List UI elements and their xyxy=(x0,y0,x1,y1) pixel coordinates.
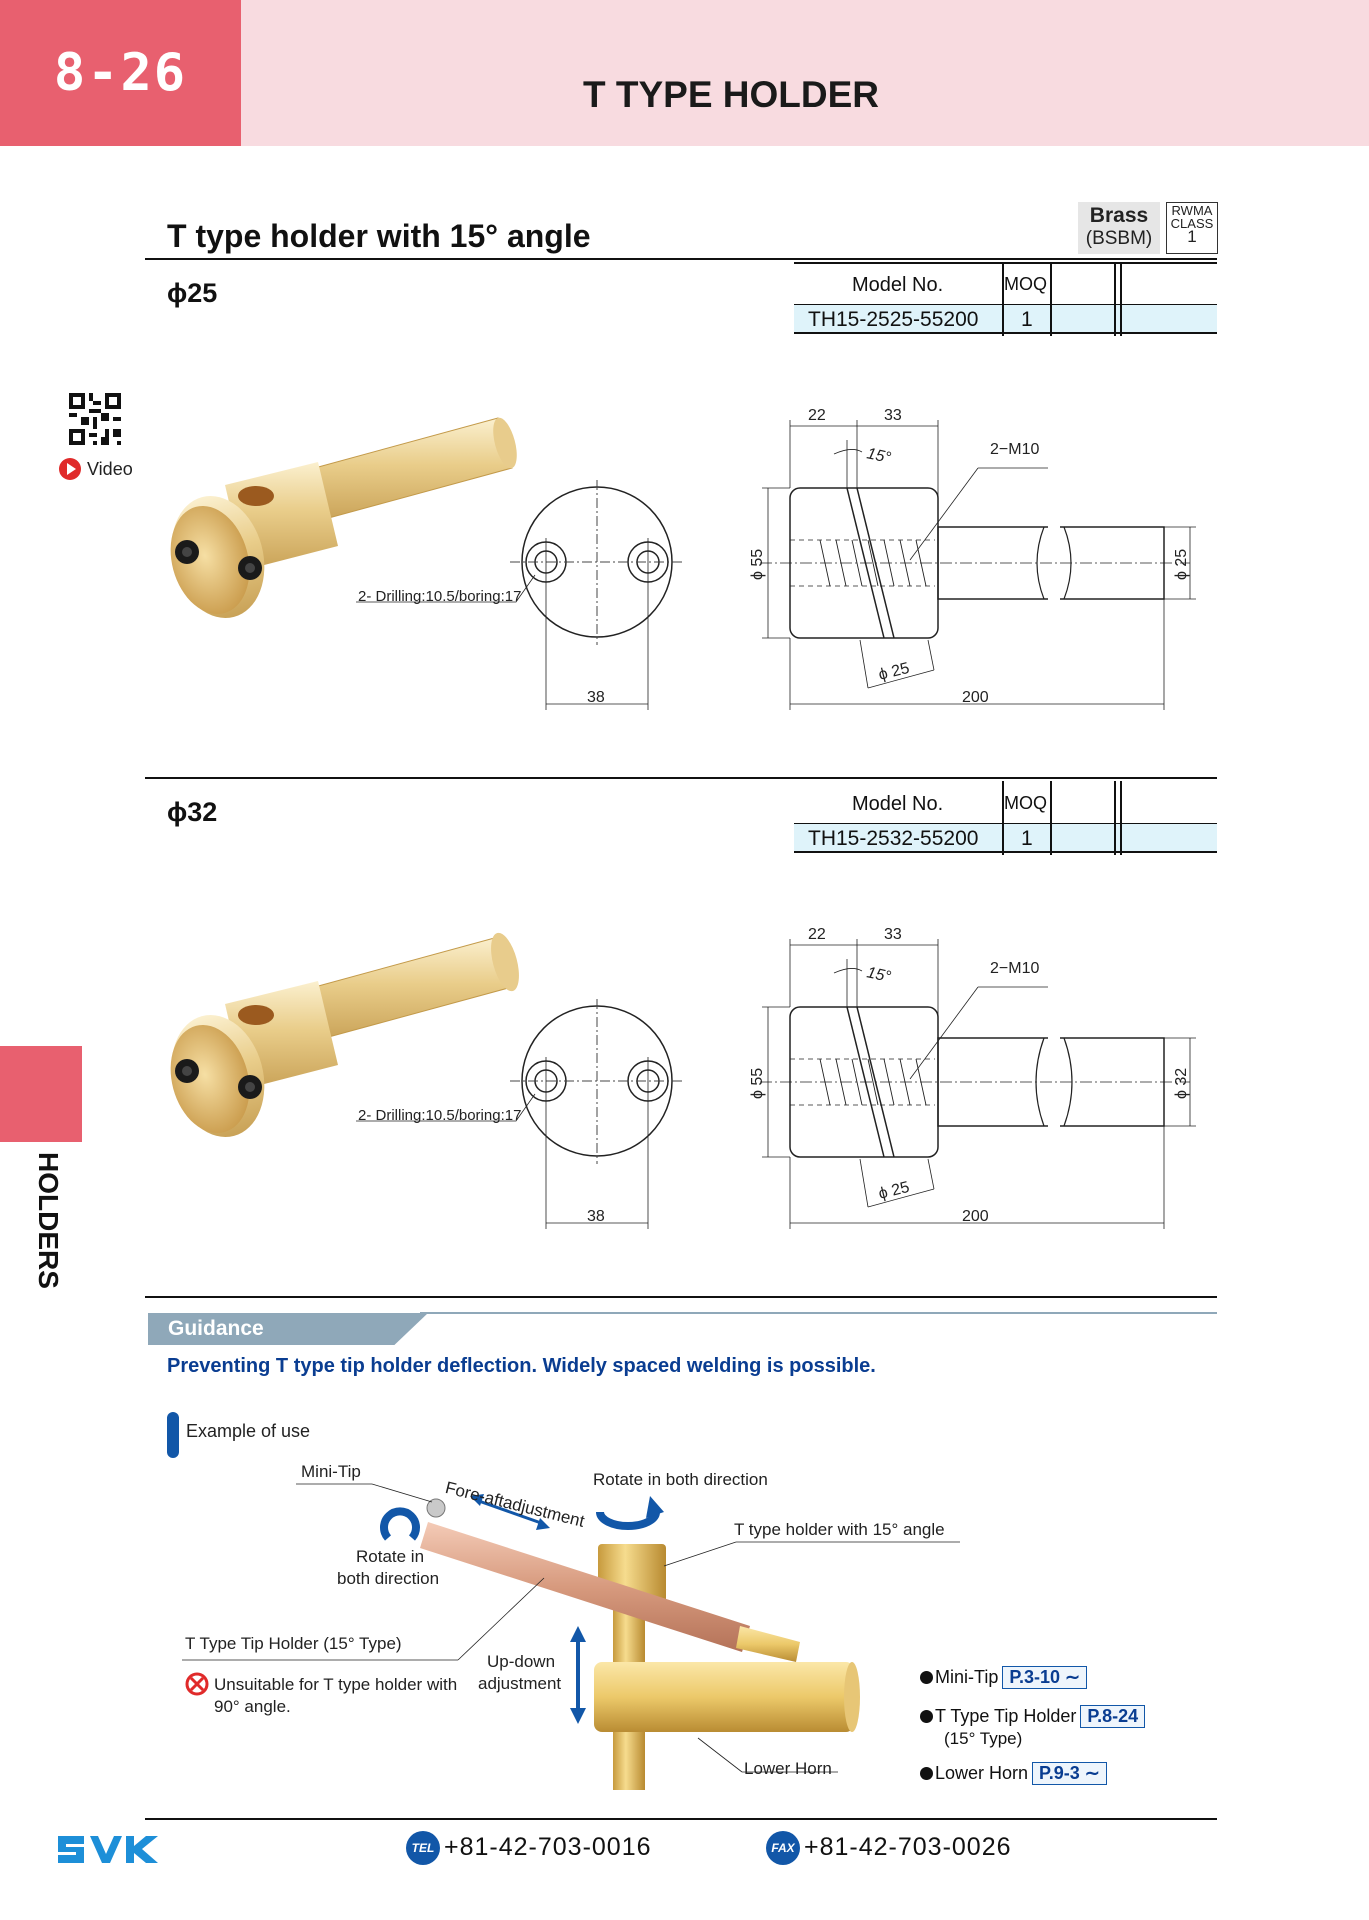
dim-thread: 2−M10 xyxy=(990,441,1039,458)
dim-22: 22 xyxy=(808,407,826,424)
dim-thread: 2−M10 xyxy=(990,960,1039,977)
variant-separator xyxy=(145,777,1217,779)
drilling-note: 2- Drilling:10.5/boring:17 xyxy=(358,588,521,605)
section-rule xyxy=(145,258,1217,260)
label-rotate-left-1: Rotate in xyxy=(356,1547,425,1566)
video-link[interactable]: Video xyxy=(87,459,133,479)
dim-bore-dia: ϕ 25 xyxy=(877,660,911,684)
footer-rule xyxy=(145,1818,1217,1820)
dim-33: 33 xyxy=(884,407,902,424)
page-title: T TYPE HOLDER xyxy=(582,74,880,115)
guidance-rule xyxy=(145,1296,1217,1298)
label-updown-1: Up-down xyxy=(487,1652,556,1671)
holder-render-image xyxy=(170,932,519,1138)
dim-body-dia: ϕ 55 xyxy=(749,549,766,580)
side-view-drawing xyxy=(760,939,1196,1229)
example-illustration xyxy=(182,1483,960,1790)
side-tab-marker xyxy=(0,1046,82,1142)
video-play-icon[interactable] xyxy=(59,458,81,480)
dimension-labels: 22 33 15° 2−M10 ϕ 55 ϕ 25 ϕ 25 200 38 2-… xyxy=(358,407,1190,1225)
label-t-holder: T type holder with 15° angle xyxy=(734,1520,945,1539)
tel-number[interactable]: +81-42-703-0016 xyxy=(444,1833,652,1861)
label-lower-horn: Lower Horn xyxy=(744,1759,832,1778)
holder-render-image xyxy=(170,417,517,619)
label-updown-2: adjustment xyxy=(478,1674,562,1693)
col-model-header: Model No. xyxy=(852,793,944,815)
model-table: Model No. MOQ TH15-2525-55200 1 xyxy=(794,262,1217,338)
drawings-layer xyxy=(170,417,1196,1229)
page-link-lower-horn[interactable]: P.9-3 ∼ xyxy=(1032,1762,1107,1785)
dim-pitch: 38 xyxy=(587,689,605,706)
model-number: TH15-2525-55200 xyxy=(808,308,979,331)
side-view-drawing xyxy=(760,420,1196,710)
rwma-label: RWMA xyxy=(1171,203,1213,218)
footer-fax: FAX+81-42-703-0026 xyxy=(766,1831,1012,1865)
phone-icon: TEL xyxy=(406,1831,440,1865)
company-logo-icon xyxy=(58,1836,158,1863)
section-title: T type holder with 15° angle xyxy=(167,218,591,254)
label-t-tip-holder: T Type Tip Holder (15° Type) xyxy=(185,1634,402,1653)
drawing-set-phi32 xyxy=(170,932,1196,1229)
page-link-t-tip-holder[interactable]: P.8-24 xyxy=(1080,1705,1146,1728)
moq-value: 1 xyxy=(1021,827,1033,850)
dim-33: 33 xyxy=(884,926,902,943)
footer-tel: TEL+81-42-703-0016 xyxy=(406,1831,652,1865)
variant-diameter-label: ϕ32 xyxy=(167,797,218,827)
label-rotate-left-2: both direction xyxy=(337,1569,440,1588)
guidance-headline: Preventing T type tip holder deflection.… xyxy=(167,1355,876,1377)
label-rotate-top: Rotate in both direction xyxy=(593,1470,768,1489)
material-box: Brass (BSBM) xyxy=(1078,202,1160,254)
dim-length: 200 xyxy=(962,1208,989,1225)
example-marker xyxy=(167,1412,179,1458)
class-label: CLASS xyxy=(1170,216,1214,231)
col-model-header: Model No. xyxy=(852,274,944,296)
page-number: 8-26 xyxy=(0,0,241,146)
dim-shank-dia: ϕ 32 xyxy=(1173,1068,1190,1099)
end-view-drawing xyxy=(356,480,684,710)
fax-icon: FAX xyxy=(766,1831,800,1865)
label-warning-1: Unsuitable for T type holder with xyxy=(214,1675,458,1694)
qr-code-icon[interactable] xyxy=(69,393,121,445)
dim-length: 200 xyxy=(962,689,989,706)
ref-t-tip-holder-sub: (15° Type) xyxy=(944,1729,1023,1748)
example-label: Example of use xyxy=(186,1421,311,1441)
fax-number: +81-42-703-0026 xyxy=(804,1833,1012,1861)
guidance-line xyxy=(420,1312,1217,1314)
dim-bore-dia: ϕ 25 xyxy=(877,1179,911,1203)
dim-angle: 15° xyxy=(865,964,893,986)
label-mini-tip: Mini-Tip xyxy=(301,1462,361,1481)
dim-pitch: 38 xyxy=(587,1208,605,1225)
page-link-mini-tip[interactable]: P.3-10 ∼ xyxy=(1002,1666,1088,1689)
moq-value: 1 xyxy=(1021,308,1033,331)
material-code: (BSBM) xyxy=(1085,228,1153,249)
guidance-tab: Guidance xyxy=(148,1313,428,1345)
rwma-class-box: RWMA CLASS 1 xyxy=(1166,202,1218,254)
col-moq-header: MOQ xyxy=(1004,793,1047,813)
dim-22: 22 xyxy=(808,926,826,943)
dim-angle: 15° xyxy=(865,445,893,467)
model-number: TH15-2532-55200 xyxy=(808,827,979,850)
dim-body-dia: ϕ 55 xyxy=(749,1068,766,1099)
variant-diameter-label: ϕ25 xyxy=(167,278,218,308)
material-name: Brass xyxy=(1089,204,1149,227)
col-moq-header: MOQ xyxy=(1004,274,1047,294)
class-value: 1 xyxy=(1187,227,1197,246)
drawing-set-phi25 xyxy=(170,417,1196,710)
dim-shank-dia: ϕ 25 xyxy=(1173,549,1190,580)
end-view-drawing xyxy=(356,999,684,1229)
drilling-note: 2- Drilling:10.5/boring:17 xyxy=(358,1107,521,1124)
model-table: Model No. MOQ TH15-2532-55200 1 xyxy=(794,781,1217,857)
label-warning-2: 90° angle. xyxy=(214,1697,291,1716)
